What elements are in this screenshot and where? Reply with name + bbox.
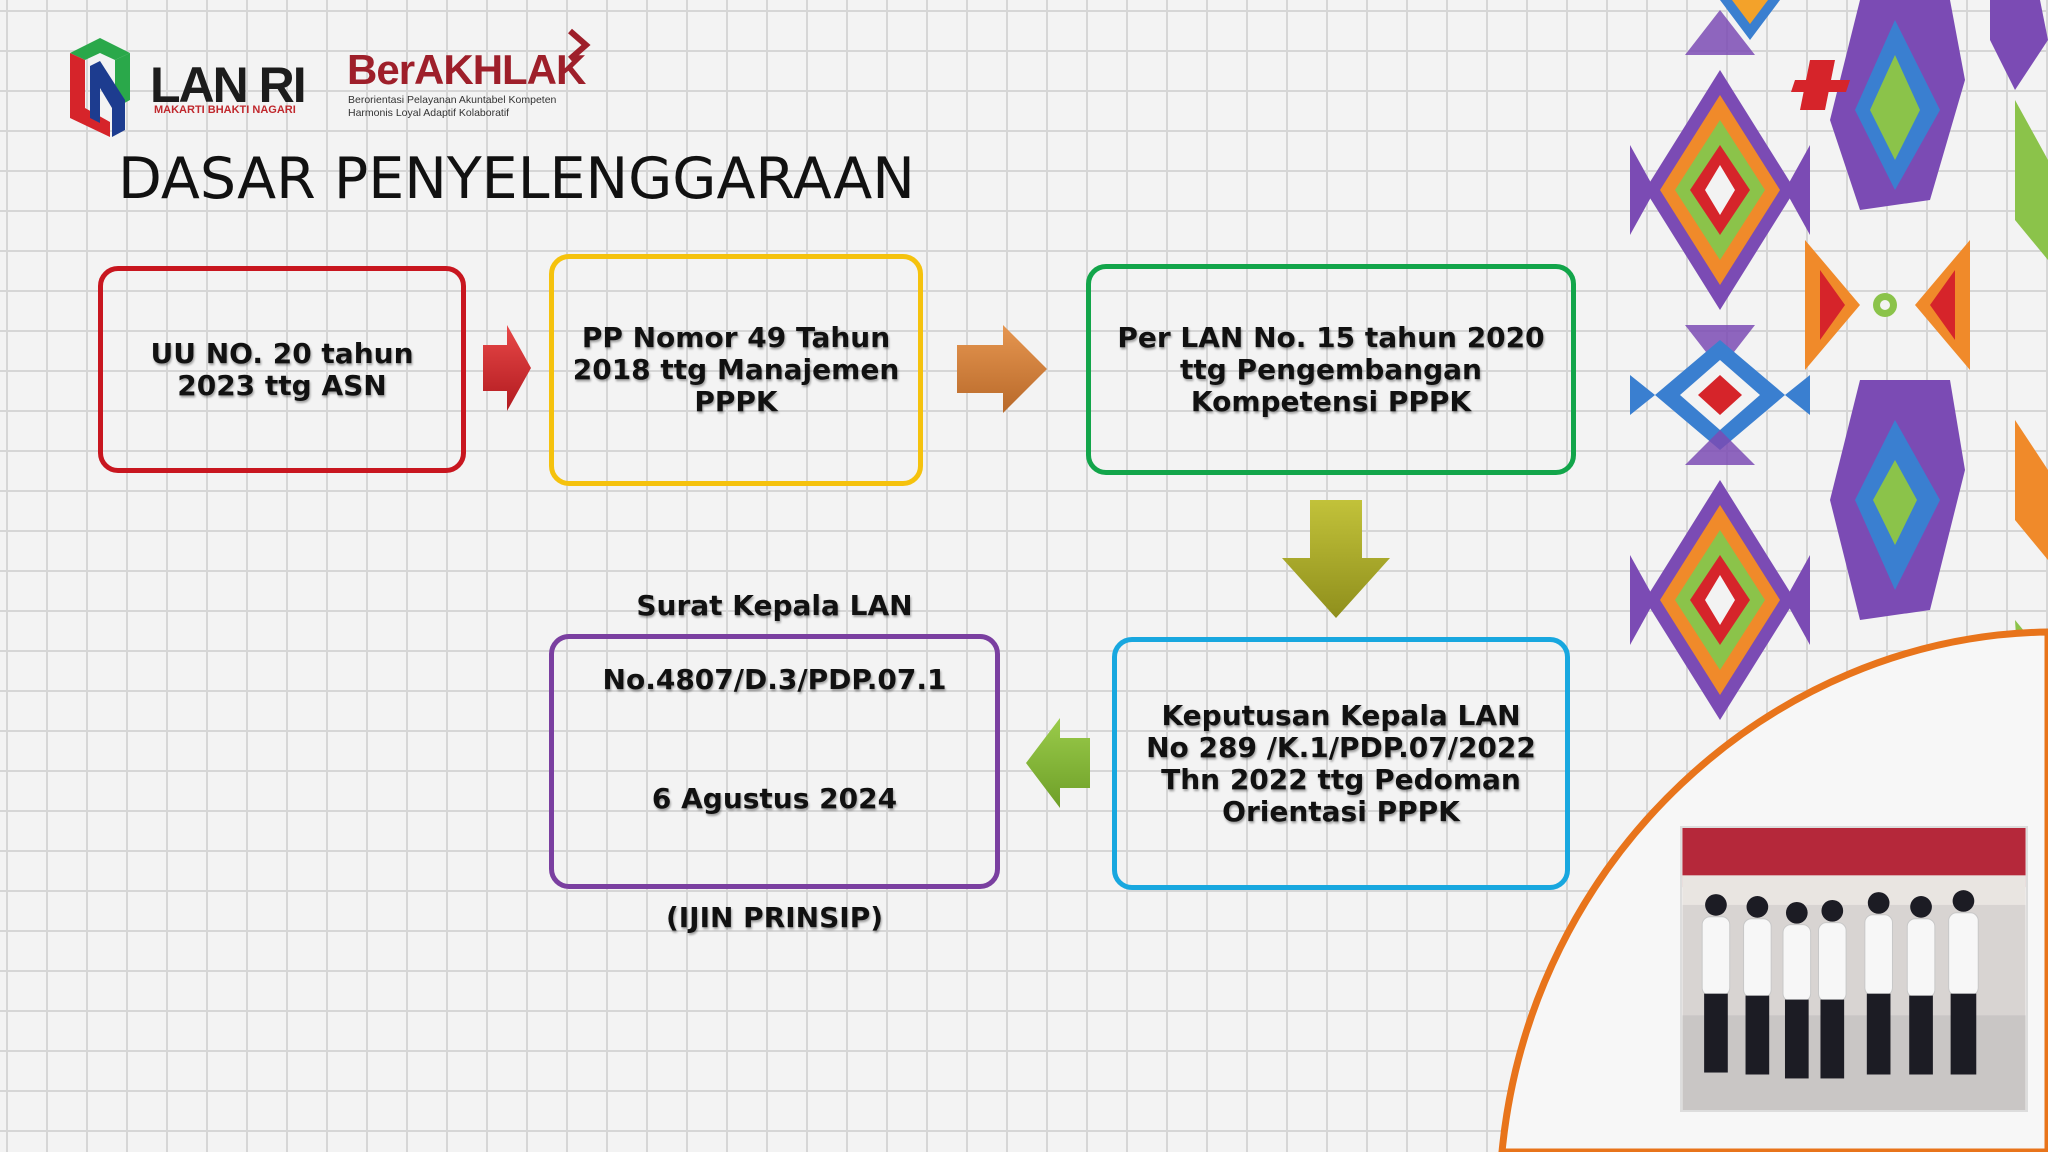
berakhlak-tagline-2: Harmonis Loyal Adaptif Kolaboratif bbox=[348, 107, 510, 119]
berakhlak-logo-text: BerAKHLAK bbox=[347, 46, 586, 93]
surat-line-2: No.4807/D.3/PDP.07.1 bbox=[602, 663, 947, 696]
lan-logo-icon bbox=[70, 38, 130, 137]
flow-box-perlan-text: Per LAN No. 15 tahun 2020 ttg Pengembang… bbox=[1117, 320, 1545, 418]
lan-logo-text: LAN RI bbox=[150, 57, 307, 113]
lan-logo-tagline: MAKARTI BHAKTI NAGARI bbox=[154, 104, 296, 116]
down-arrow-icon bbox=[1282, 500, 1390, 618]
group-photo bbox=[1680, 826, 2028, 1112]
flow-box-keputusan-text: Keputusan Kepala LAN No 289 /K.1/PDP.07/… bbox=[1146, 698, 1536, 828]
flow-box-perlan: Per LAN No. 15 tahun 2020 ttg Pengembang… bbox=[1086, 264, 1576, 475]
surat-line-4: (IJIN PRINSIP) bbox=[665, 901, 884, 934]
flow-box-uu: UU NO. 20 tahun 2023 ttg ASN bbox=[98, 266, 466, 473]
right-arrow-icon bbox=[957, 325, 1047, 413]
flow-box-surat: Surat Kepala LAN No.4807/D.3/PDP.07.1 6 … bbox=[549, 589, 1000, 934]
berakhlak-chevron-icon bbox=[568, 28, 591, 62]
flow-box-surat-text: Surat Kepala LAN No.4807/D.3/PDP.07.1 6 … bbox=[603, 550, 947, 973]
flow-box-keputusan: Keputusan Kepala LAN No 289 /K.1/PDP.07/… bbox=[1112, 637, 1570, 890]
flow-box-pp-text: PP Nomor 49 Tahun 2018 ttg Manajemen PPP… bbox=[572, 321, 900, 418]
tribal-pattern-decoration bbox=[1630, 0, 2048, 740]
right-arrow-icon bbox=[483, 325, 531, 411]
berakhlak-tagline-1: Berorientasi Pelayanan Akuntabel Kompete… bbox=[348, 94, 557, 106]
flow-box-uu-text: UU NO. 20 tahun 2023 ttg ASN bbox=[150, 336, 414, 402]
surat-line-1: Surat Kepala LAN bbox=[636, 589, 913, 622]
page-title: DASAR PENYELENGGARAAN bbox=[118, 146, 915, 212]
flow-box-pp: PP Nomor 49 Tahun 2018 ttg Manajemen PPP… bbox=[549, 254, 923, 486]
left-arrow-icon bbox=[1026, 718, 1090, 808]
surat-line-3: 6 Agustus 2024 bbox=[651, 782, 898, 815]
